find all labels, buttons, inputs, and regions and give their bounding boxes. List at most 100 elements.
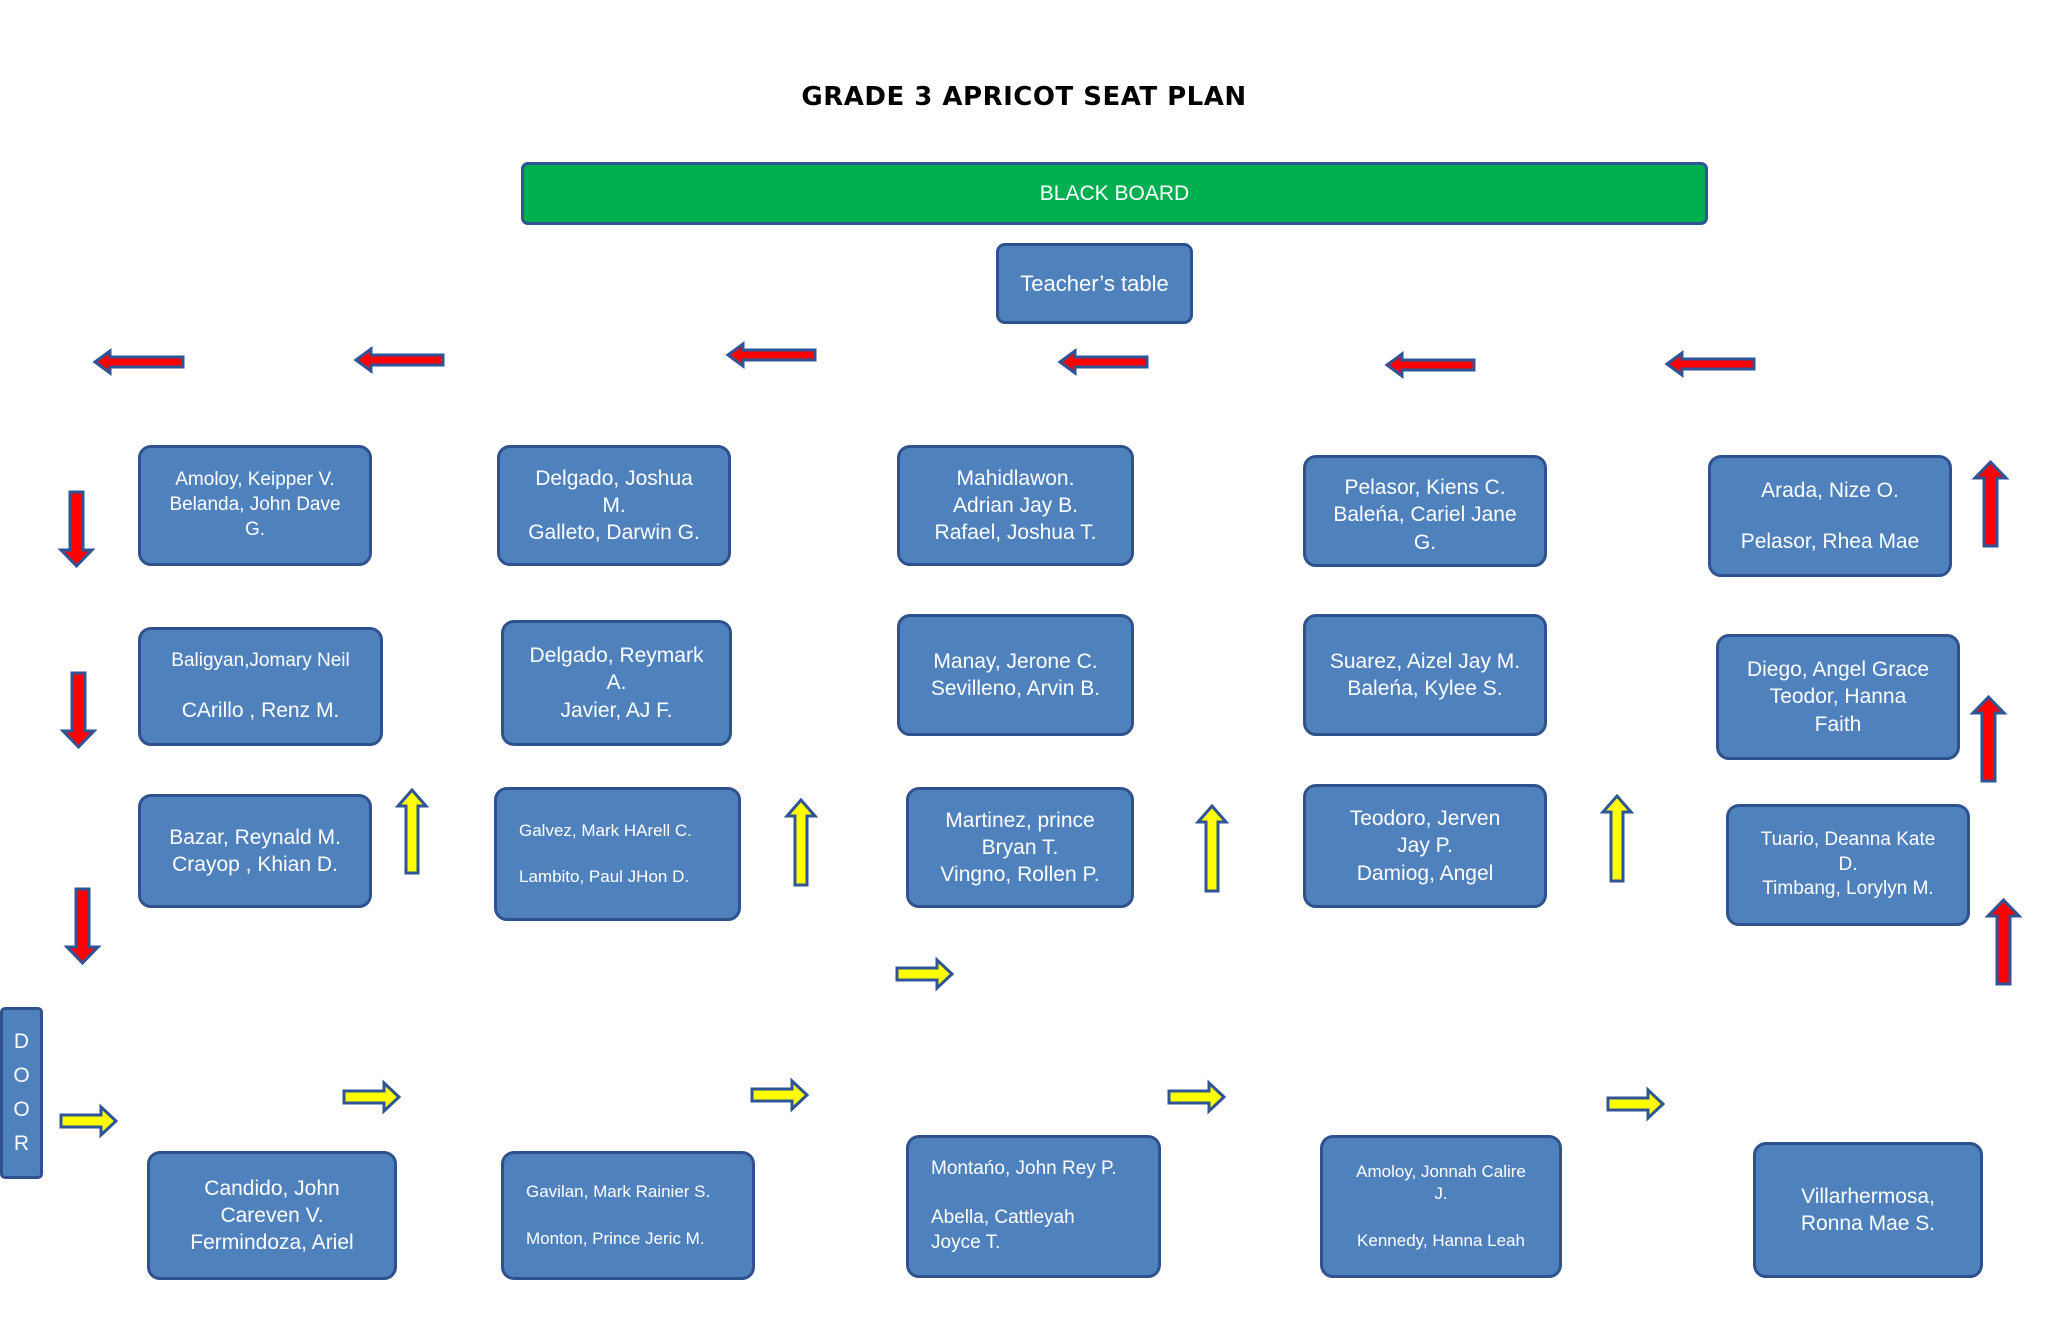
seat-name: A. xyxy=(606,671,627,695)
seat-name: Lambito, Paul JHon D. xyxy=(519,867,690,886)
seat-c4r1: Pelasor, Kiens C. Baleńa, Cariel Jane G. xyxy=(1303,455,1547,567)
red-arrow-left xyxy=(353,346,445,374)
seat-name: Arada, Nize O. xyxy=(1761,478,1899,502)
seat-name: Belanda, John Dave xyxy=(169,494,341,516)
seat-c1r4: Candido, John Careven V. Fermindoza, Ari… xyxy=(147,1151,397,1280)
seat-name: Galleto, Darwin G. xyxy=(528,521,700,545)
seat-c3r1: Mahidlawon. Adrian Jay B. Rafael, Joshua… xyxy=(897,445,1134,566)
door: D O O R xyxy=(0,1007,43,1179)
red-arrow-up xyxy=(1969,694,2008,783)
door-letter: O xyxy=(13,1064,30,1087)
seat-name: Abella, Cattleyah xyxy=(931,1207,1075,1229)
seat-c1r2: Baligyan,Jomary Neil CArillo , Renz M. xyxy=(138,627,383,746)
red-arrow-left xyxy=(1664,350,1756,378)
seat-name: Delgado, Reymark xyxy=(529,644,704,668)
seat-name: Montańo, John Rey P. xyxy=(931,1158,1117,1180)
seat-name: Baligyan,Jomary Neil xyxy=(171,649,350,671)
red-arrow-down xyxy=(63,887,102,966)
seat-name: Teodoro, Jerven xyxy=(1349,807,1501,831)
seat-c2r2: Delgado, Reymark A. Javier, AJ F. xyxy=(501,620,732,746)
seat-name: Adrian Jay B. xyxy=(953,493,1078,517)
seat-name: Mahidlawon. xyxy=(956,466,1075,490)
seat-name: Crayop , Khian D. xyxy=(172,853,338,876)
seat-name: Manay, Jerone C. xyxy=(933,649,1098,673)
seat-name: Damiog, Angel xyxy=(1356,861,1494,885)
seat-name: Tuario, Deanna Kate xyxy=(1760,828,1936,850)
yellow-arrow-right xyxy=(59,1103,119,1139)
door-letter: R xyxy=(13,1132,30,1155)
yellow-arrow-right xyxy=(342,1079,402,1115)
seat-name: Delgado, Joshua xyxy=(535,466,693,490)
seat-name: Monton, Prince Jeric M. xyxy=(526,1228,705,1248)
seat-name: Pelasor, Kiens C. xyxy=(1344,476,1506,499)
seat-name: Candido, John xyxy=(204,1176,340,1200)
seat-name: Pelasor, Rhea Mae xyxy=(1740,530,1920,553)
seat-name: Faith xyxy=(1814,712,1862,736)
seat-name: Teodor, Hanna xyxy=(1769,685,1907,709)
seat-name: Suarez, Aizel Jay M. xyxy=(1329,649,1521,673)
seat-name: Bazar, Reynald M. xyxy=(169,825,341,849)
red-arrow-down xyxy=(57,490,96,569)
yellow-arrow-up xyxy=(1194,803,1230,893)
seat-name: G. xyxy=(244,518,266,540)
red-arrow-up xyxy=(1971,459,2010,548)
blackboard: BLACK BOARD xyxy=(521,162,1708,225)
seat-name: Careven V. xyxy=(220,1203,324,1227)
seat-c1r3: Bazar, Reynald M. Crayop , Khian D. xyxy=(138,794,372,908)
seat-c5r2: Diego, Angel Grace Teodor, Hanna Faith xyxy=(1716,634,1960,760)
teacher-table: Teacher’s table xyxy=(996,243,1193,324)
page-title: GRADE 3 APRICOT SEAT PLAN xyxy=(801,82,1247,112)
seat-c3r4: Montańo, John Rey P. Abella, Cattleyah J… xyxy=(906,1135,1161,1278)
seat-name: J. xyxy=(1434,1184,1448,1204)
seat-name: Villarhermosa, xyxy=(1801,1184,1935,1208)
yellow-arrow-right xyxy=(750,1077,810,1113)
red-arrow-down xyxy=(59,671,98,750)
seat-c4r2: Suarez, Aizel Jay M. Baleńa, Kylee S. xyxy=(1303,614,1547,736)
seat-name: Ronna Mae S. xyxy=(1800,1212,1936,1235)
seat-name: Jay P. xyxy=(1397,834,1453,858)
seat-name: Timbang, Lorylyn M. xyxy=(1762,878,1934,900)
door-letter: O xyxy=(13,1098,30,1121)
seat-name: Amoloy, Keipper V. xyxy=(175,469,335,491)
yellow-arrow-up xyxy=(394,787,430,875)
red-arrow-up xyxy=(1984,897,2023,986)
seat-name: Amoloy, Jonnah Calire xyxy=(1356,1162,1526,1182)
seat-name: Sevilleno, Arvin B. xyxy=(930,677,1101,700)
seat-c5r4: Villarhermosa, Ronna Mae S. xyxy=(1753,1142,1983,1278)
seat-c4r4: Amoloy, Jonnah Calire J. Kennedy, Hanna … xyxy=(1320,1135,1562,1278)
seat-name: Vingno, Rollen P. xyxy=(940,863,1100,887)
yellow-arrow-right xyxy=(1606,1086,1666,1122)
seat-c2r1: Delgado, Joshua M. Galleto, Darwin G. xyxy=(497,445,731,566)
yellow-arrow-right xyxy=(1167,1079,1227,1115)
seat-name: Baleńa, Cariel Jane xyxy=(1333,503,1517,527)
seat-c2r4: Gavilan, Mark Rainier S. Monton, Prince … xyxy=(501,1151,755,1280)
seat-name: Bryan T. xyxy=(981,835,1059,859)
red-arrow-left xyxy=(92,348,185,376)
seat-c2r3: Galvez, Mark HArell C. Lambito, Paul JHo… xyxy=(494,787,741,921)
yellow-arrow-right xyxy=(895,956,955,992)
red-arrow-left xyxy=(1057,348,1149,376)
seat-name: Kennedy, Hanna Leah xyxy=(1357,1230,1525,1250)
seat-name: Martinez, prince xyxy=(945,808,1095,832)
door-letter: D xyxy=(13,1030,30,1053)
seat-c1r1: Amoloy, Keipper V. Belanda, John Dave G. xyxy=(138,445,372,566)
yellow-arrow-up xyxy=(783,797,819,887)
seat-name: Joyce T. xyxy=(931,1231,1001,1253)
seat-name: Diego, Angel Grace xyxy=(1746,658,1930,682)
seat-c4r3: Teodoro, Jerven Jay P. Damiog, Angel xyxy=(1303,784,1547,908)
seat-name: CArillo , Renz M. xyxy=(181,699,340,723)
seat-c3r3: Martinez, prince Bryan T. Vingno, Rollen… xyxy=(906,787,1134,908)
seat-name: Gavilan, Mark Rainier S. xyxy=(526,1182,711,1202)
red-arrow-left xyxy=(1384,351,1476,379)
seat-name: M. xyxy=(602,493,626,517)
seat-name: Javier, AJ F. xyxy=(560,698,673,722)
seat-name: Fermindoza, Ariel xyxy=(190,1231,354,1255)
seat-name: D. xyxy=(1838,853,1858,875)
red-arrow-left xyxy=(725,341,817,369)
seat-c3r2: Manay, Jerone C. Sevilleno, Arvin B. xyxy=(897,614,1134,736)
seat-c5r3: Tuario, Deanna Kate D. Timbang, Lorylyn … xyxy=(1726,804,1970,926)
yellow-arrow-up xyxy=(1599,793,1635,883)
seat-name: Rafael, Joshua T. xyxy=(934,521,1097,545)
seat-name: Galvez, Mark HArell C. xyxy=(519,820,692,840)
seat-c5r1: Arada, Nize O. Pelasor, Rhea Mae xyxy=(1708,455,1952,577)
